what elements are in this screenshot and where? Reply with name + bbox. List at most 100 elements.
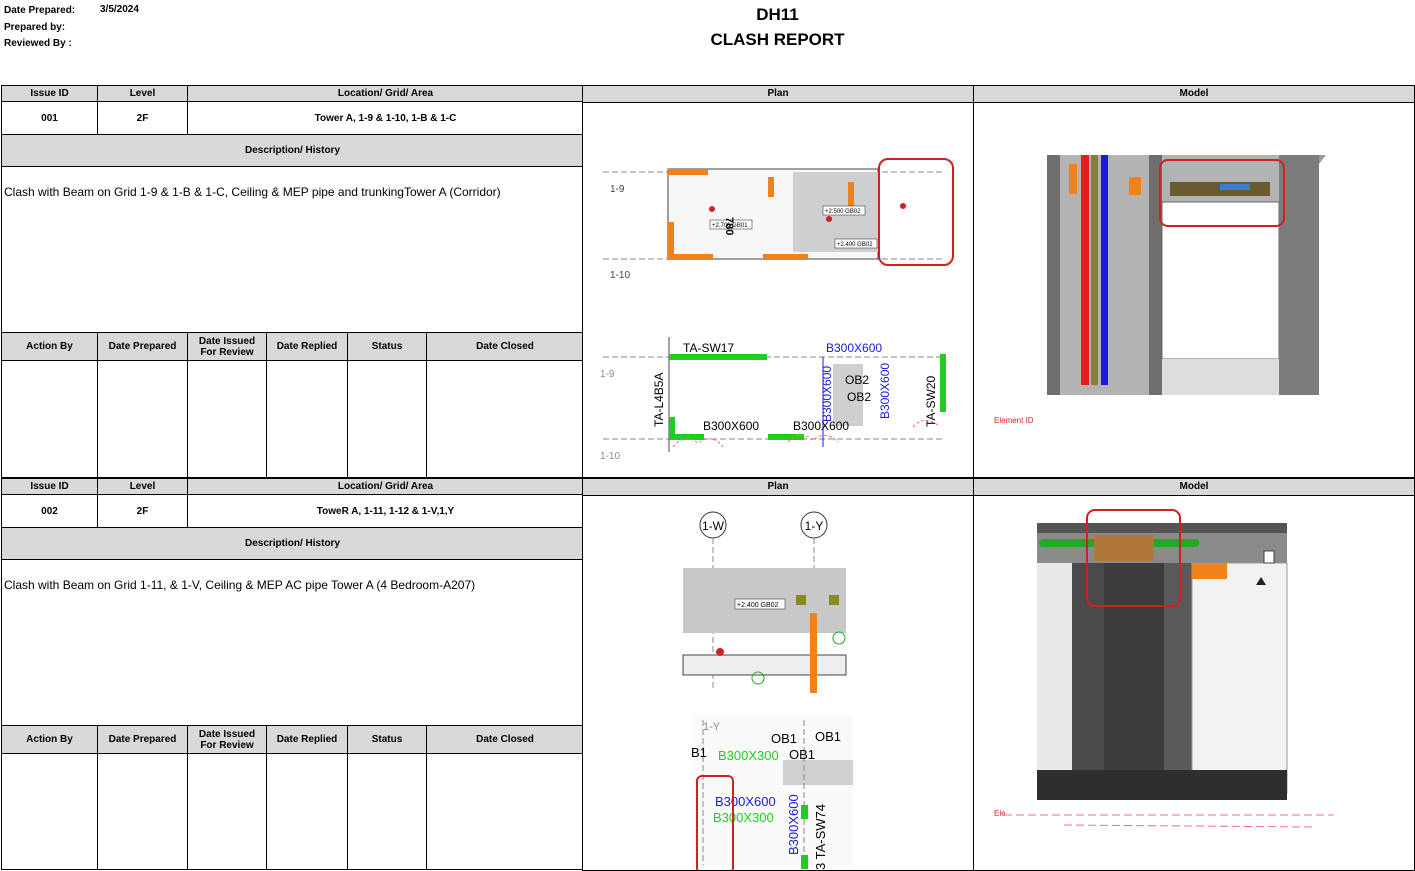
plan-label: +2.700 GB01	[712, 223, 748, 229]
plan-label: 3 TA-SW74	[813, 804, 828, 870]
model-image-002[interactable]: Ele	[974, 495, 1414, 870]
date-issued-header: Date Issued For Review	[187, 725, 267, 754]
date-issued-cell[interactable]	[187, 360, 267, 478]
model-panel-002: Model Ele	[973, 478, 1415, 871]
date-closed-header: Date Closed	[425, 332, 585, 361]
plan-label: +2.500 GB02	[825, 209, 861, 215]
model-header: Model	[974, 479, 1414, 496]
date-replied-header: Date Replied	[266, 725, 348, 754]
date-prepared-header: Date Prepared	[97, 332, 188, 361]
lower-floor-plan: 1-Y OB1 OB1 OB1 B1 B300X300 B300X600 B30…	[691, 715, 853, 870]
date-prepared-header: Date Prepared	[97, 725, 188, 754]
date-replied-cell[interactable]	[266, 360, 348, 478]
plan-label: +2.400 GB02	[837, 242, 873, 248]
date-closed-cell[interactable]	[425, 753, 585, 870]
action-by-header: Action By	[1, 332, 98, 361]
plan-label: 780	[723, 217, 735, 235]
grid-label: 1-Y	[703, 721, 721, 733]
plan-label: B1	[691, 745, 707, 760]
level-value: 2F	[97, 494, 188, 528]
issue-table-001: Issue ID Level Location/ Grid/ Area 001 …	[0, 85, 585, 478]
plan-label: OB1	[789, 747, 815, 762]
status-header: Status	[347, 725, 427, 754]
date-replied-cell[interactable]	[266, 753, 348, 870]
action-by-header: Action By	[1, 725, 98, 754]
date-closed-header: Date Closed	[425, 725, 585, 754]
date-closed-cell[interactable]	[425, 360, 585, 478]
grid-label: 1-9	[610, 184, 625, 195]
date-prepared-value: 3/5/2024	[100, 4, 139, 15]
plan-label: B300X600	[820, 366, 834, 422]
description-header: Description/ History	[0, 527, 585, 560]
clash-highlight	[1159, 159, 1285, 227]
location-header: Location/ Grid/ Area	[186, 478, 585, 495]
plan-label: B300X600	[715, 794, 776, 809]
report-title: CLASH REPORT	[710, 30, 845, 49]
grid-label: 1-Y	[805, 519, 824, 533]
model-image-001[interactable]: Element ID	[974, 102, 1414, 477]
grid-label: 1-W	[702, 519, 725, 533]
project-code: DH11	[756, 5, 799, 24]
action-by-cell[interactable]	[1, 360, 98, 478]
clash-highlight	[1086, 509, 1181, 607]
plan-label: +2.400 GB02	[737, 602, 779, 609]
plan-label: OB2	[847, 390, 871, 404]
description-text: Clash with Beam on Grid 1-9 & 1-B & 1-C,…	[0, 166, 585, 333]
date-prepared-cell[interactable]	[97, 360, 188, 478]
status-cell[interactable]	[347, 360, 427, 478]
plan-label: TA-SW20	[924, 376, 938, 427]
level-header: Level	[97, 478, 188, 495]
grid-label: 1-9	[600, 369, 615, 380]
status-cell[interactable]	[347, 753, 427, 870]
model-3d-view	[1004, 509, 1334, 828]
plan-image-001[interactable]: +2.700 GB01 +2.500 GB02 +2.400 GB02 780 …	[583, 102, 973, 477]
plan-label: B300X300	[713, 810, 774, 825]
plan-label: B300X600	[826, 341, 882, 355]
description-header: Description/ History	[0, 134, 585, 167]
issue-table-002: Issue ID Level Location/ Grid/ Area 002 …	[0, 478, 585, 870]
plan-label: B300X600	[786, 794, 801, 855]
element-id-note: Element ID	[994, 416, 1034, 425]
plan-label: B300X600	[878, 363, 892, 419]
plan-label: B300X300	[718, 748, 779, 763]
status-header: Status	[347, 332, 427, 361]
action-by-cell[interactable]	[1, 753, 98, 870]
level-header: Level	[97, 85, 188, 102]
plan-label: OB2	[845, 373, 869, 387]
model-3d-view	[1047, 155, 1326, 395]
lower-floor-plan: TA-SW17 B300X600 TA-L4B5A B300X600 B300X…	[600, 337, 946, 462]
issue-id-value: 001	[1, 101, 98, 135]
date-prepared-label: Date Prepared:	[4, 5, 76, 16]
grid-label: 1-10	[600, 451, 620, 462]
date-issued-cell[interactable]	[187, 753, 267, 870]
grid-label: 1-10	[610, 270, 630, 281]
plan-label: OB1	[771, 731, 797, 746]
plan-label: B300X600	[793, 419, 849, 433]
prepared-by-label: Prepared by:	[4, 22, 66, 33]
level-value: 2F	[97, 101, 188, 135]
plan-label: TA-SW17	[683, 341, 734, 355]
plan-label: B300X600	[703, 419, 759, 433]
upper-floor-plan: 1-W 1-Y +2.400 GB02	[682, 511, 847, 693]
clash-highlight	[696, 775, 734, 870]
plan-image-002[interactable]: 1-W 1-Y +2.400 GB02	[583, 495, 973, 870]
date-prepared-cell[interactable]	[97, 753, 188, 870]
upper-floor-plan: +2.700 GB01 +2.500 GB02 +2.400 GB02 780 …	[603, 158, 954, 281]
clash-highlight	[878, 158, 954, 266]
location-header: Location/ Grid/ Area	[186, 85, 585, 102]
reviewed-by-label: Reviewed By :	[4, 38, 72, 49]
issue-id-header: Issue ID	[1, 85, 98, 102]
plan-header: Plan	[583, 479, 973, 496]
description-text: Clash with Beam on Grid 1-11, & 1-V, Cei…	[0, 559, 585, 726]
element-id-note: Ele	[994, 809, 1006, 818]
date-issued-header: Date Issued For Review	[187, 332, 267, 361]
plan-label: TA-L4B5A	[652, 373, 666, 427]
issue-id-header: Issue ID	[1, 478, 98, 495]
date-replied-header: Date Replied	[266, 332, 348, 361]
plan-header: Plan	[583, 86, 973, 103]
plan-panel-002: Plan 1-W 1-Y +2.400 GB02	[582, 478, 974, 871]
plan-panel-001: Plan +2.700 GB01 +2.500 GB0	[582, 85, 974, 478]
plan-label: OB1	[815, 729, 841, 744]
model-header: Model	[974, 86, 1414, 103]
location-value: ToweR A, 1-11, 1-12 & 1-V,1,Y	[186, 494, 585, 528]
